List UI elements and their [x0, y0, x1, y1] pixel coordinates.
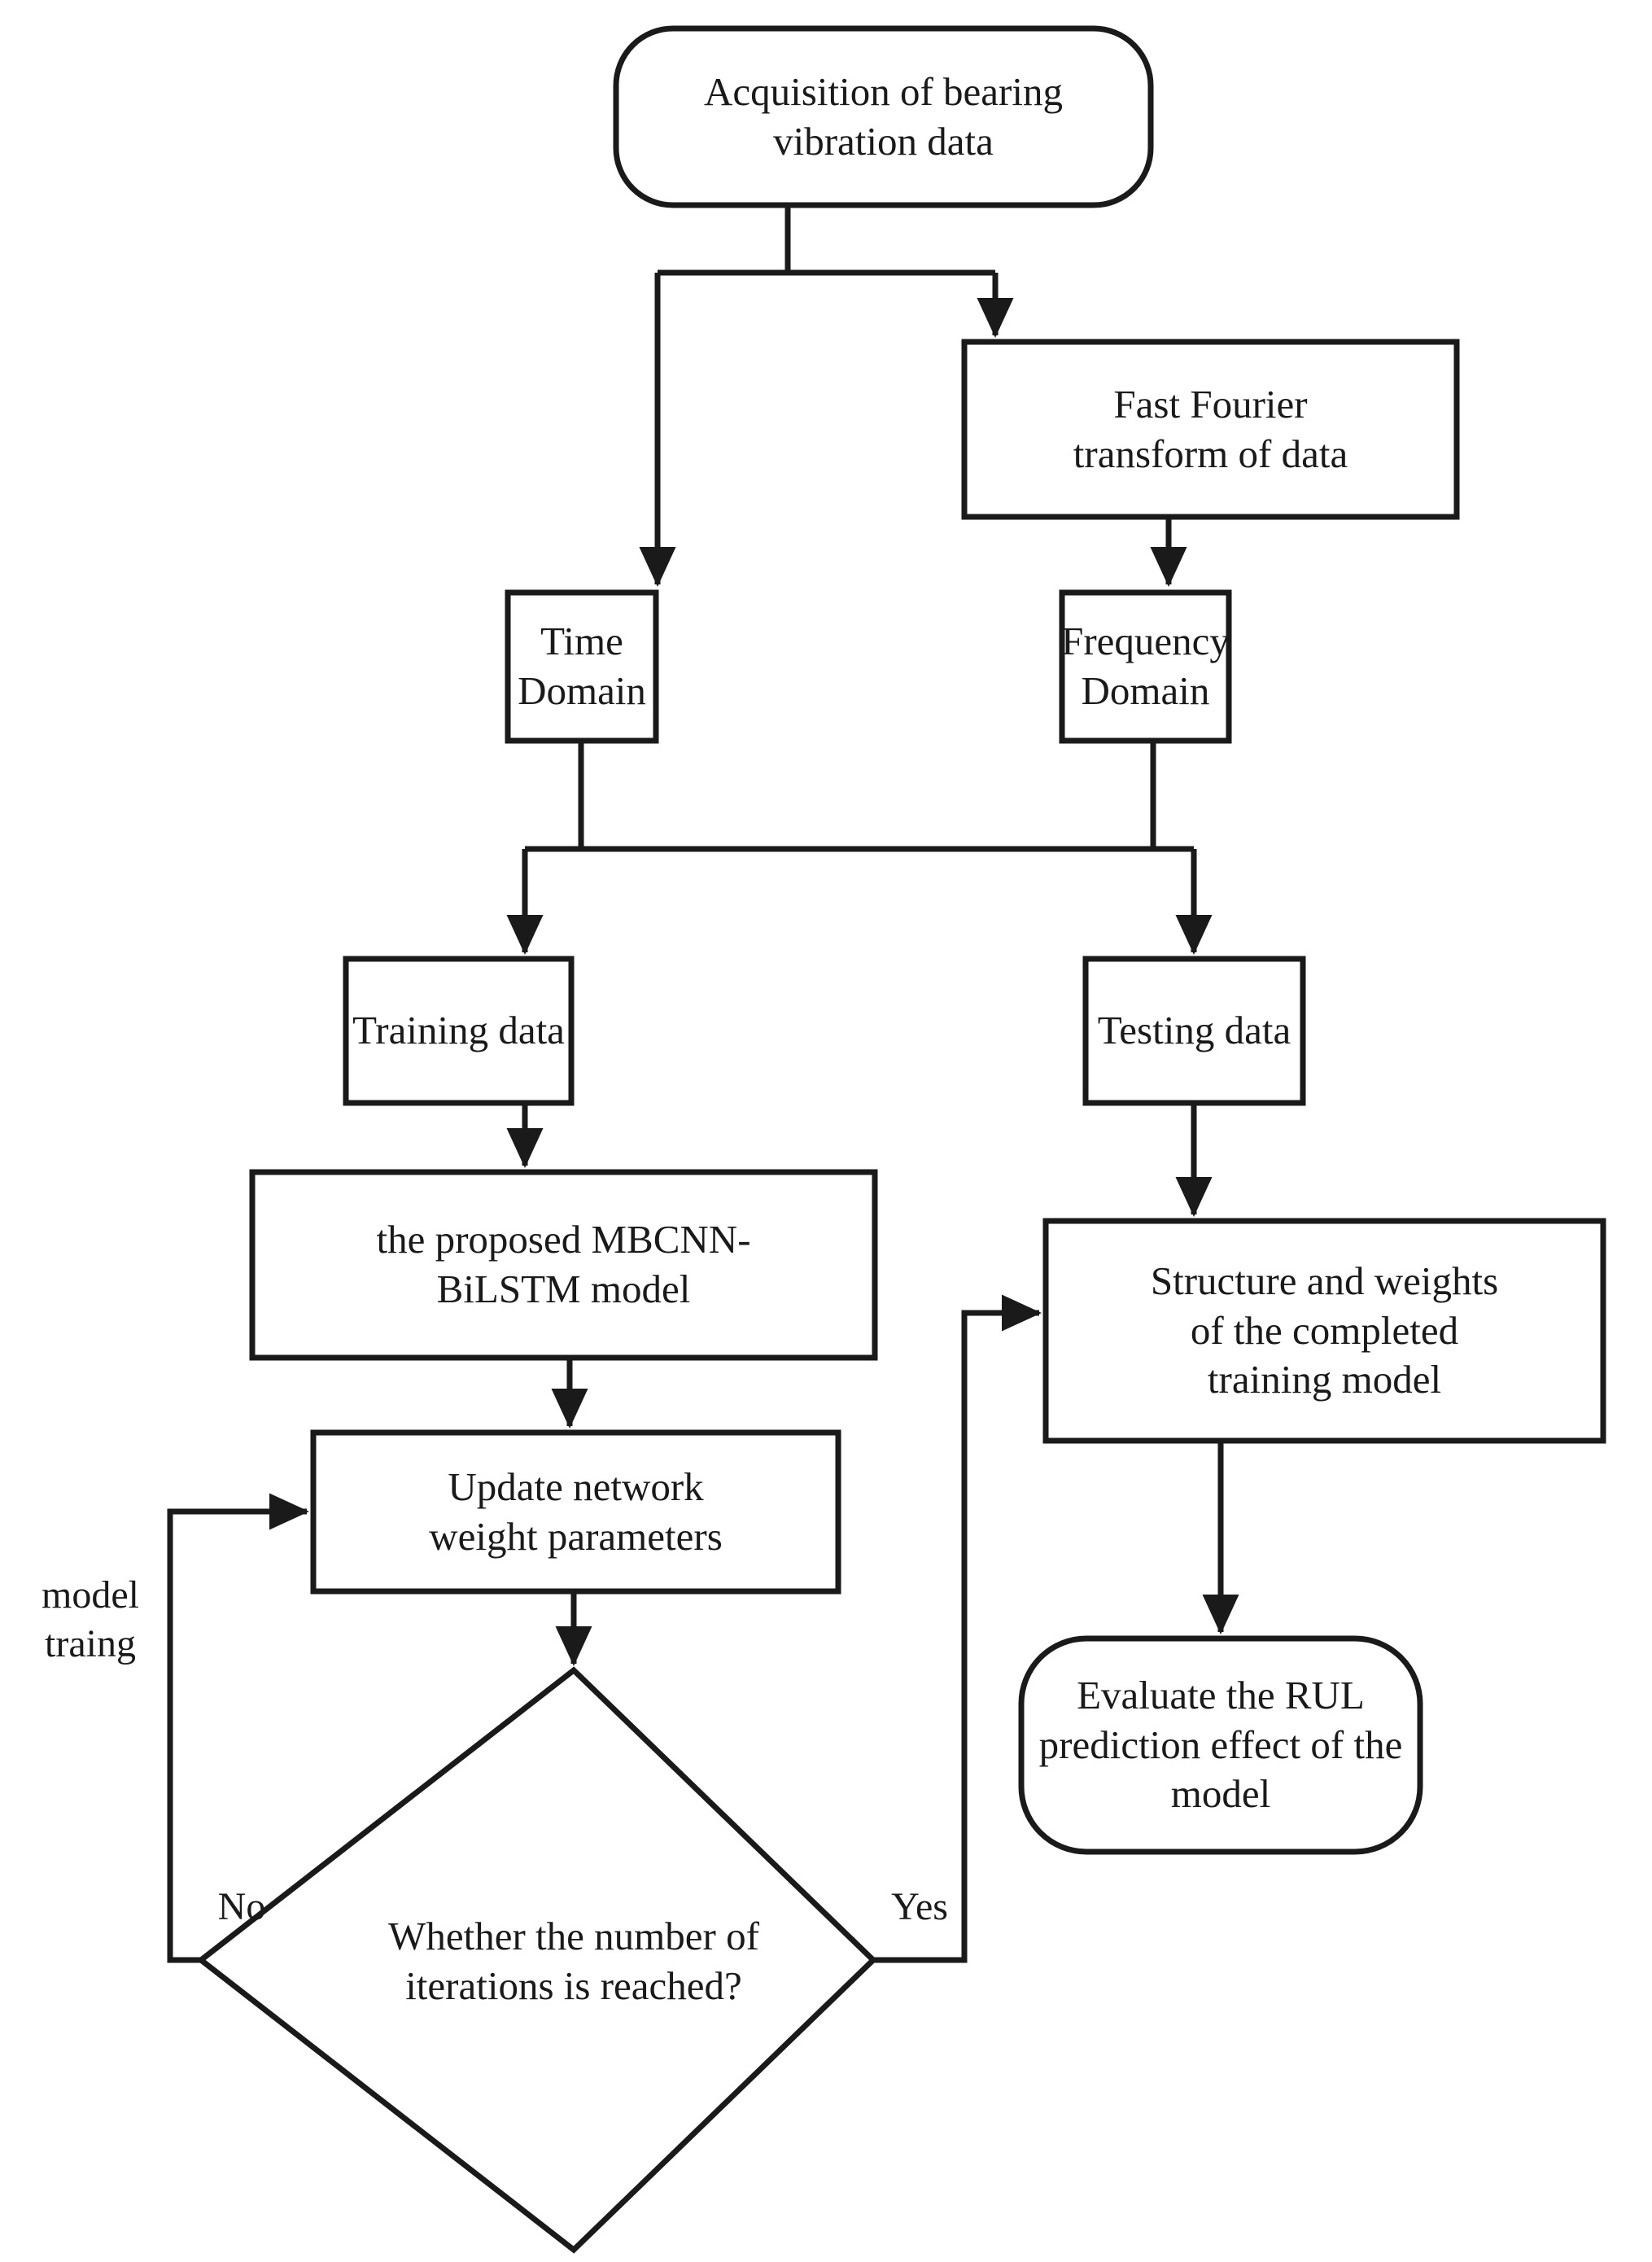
edge-label-no: No — [217, 1885, 266, 1928]
edge-label-model-training: model traing — [42, 1573, 139, 1665]
edge-acquisition-split — [658, 205, 995, 276]
node-frequency-domain-shape — [1059, 589, 1232, 744]
node-evaluate-shape — [1018, 1635, 1423, 1855]
edge-decision-no-loop — [167, 1493, 309, 1963]
node-decision-shape — [196, 1666, 878, 2254]
edge-decision-yes-to-structure — [873, 1294, 1042, 1963]
node-proposed-model-shape — [249, 1169, 878, 1361]
node-fft-shape — [961, 339, 1460, 520]
node-structure-weights-shape — [1042, 1218, 1606, 1444]
edge-label-yes: Yes — [891, 1885, 948, 1928]
node-acquisition-shape — [613, 25, 1154, 208]
node-time-domain-shape — [505, 589, 659, 744]
node-update-weights-shape — [310, 1429, 841, 1595]
node-training-data-shape — [343, 956, 575, 1106]
node-testing-data-shape — [1082, 956, 1306, 1106]
